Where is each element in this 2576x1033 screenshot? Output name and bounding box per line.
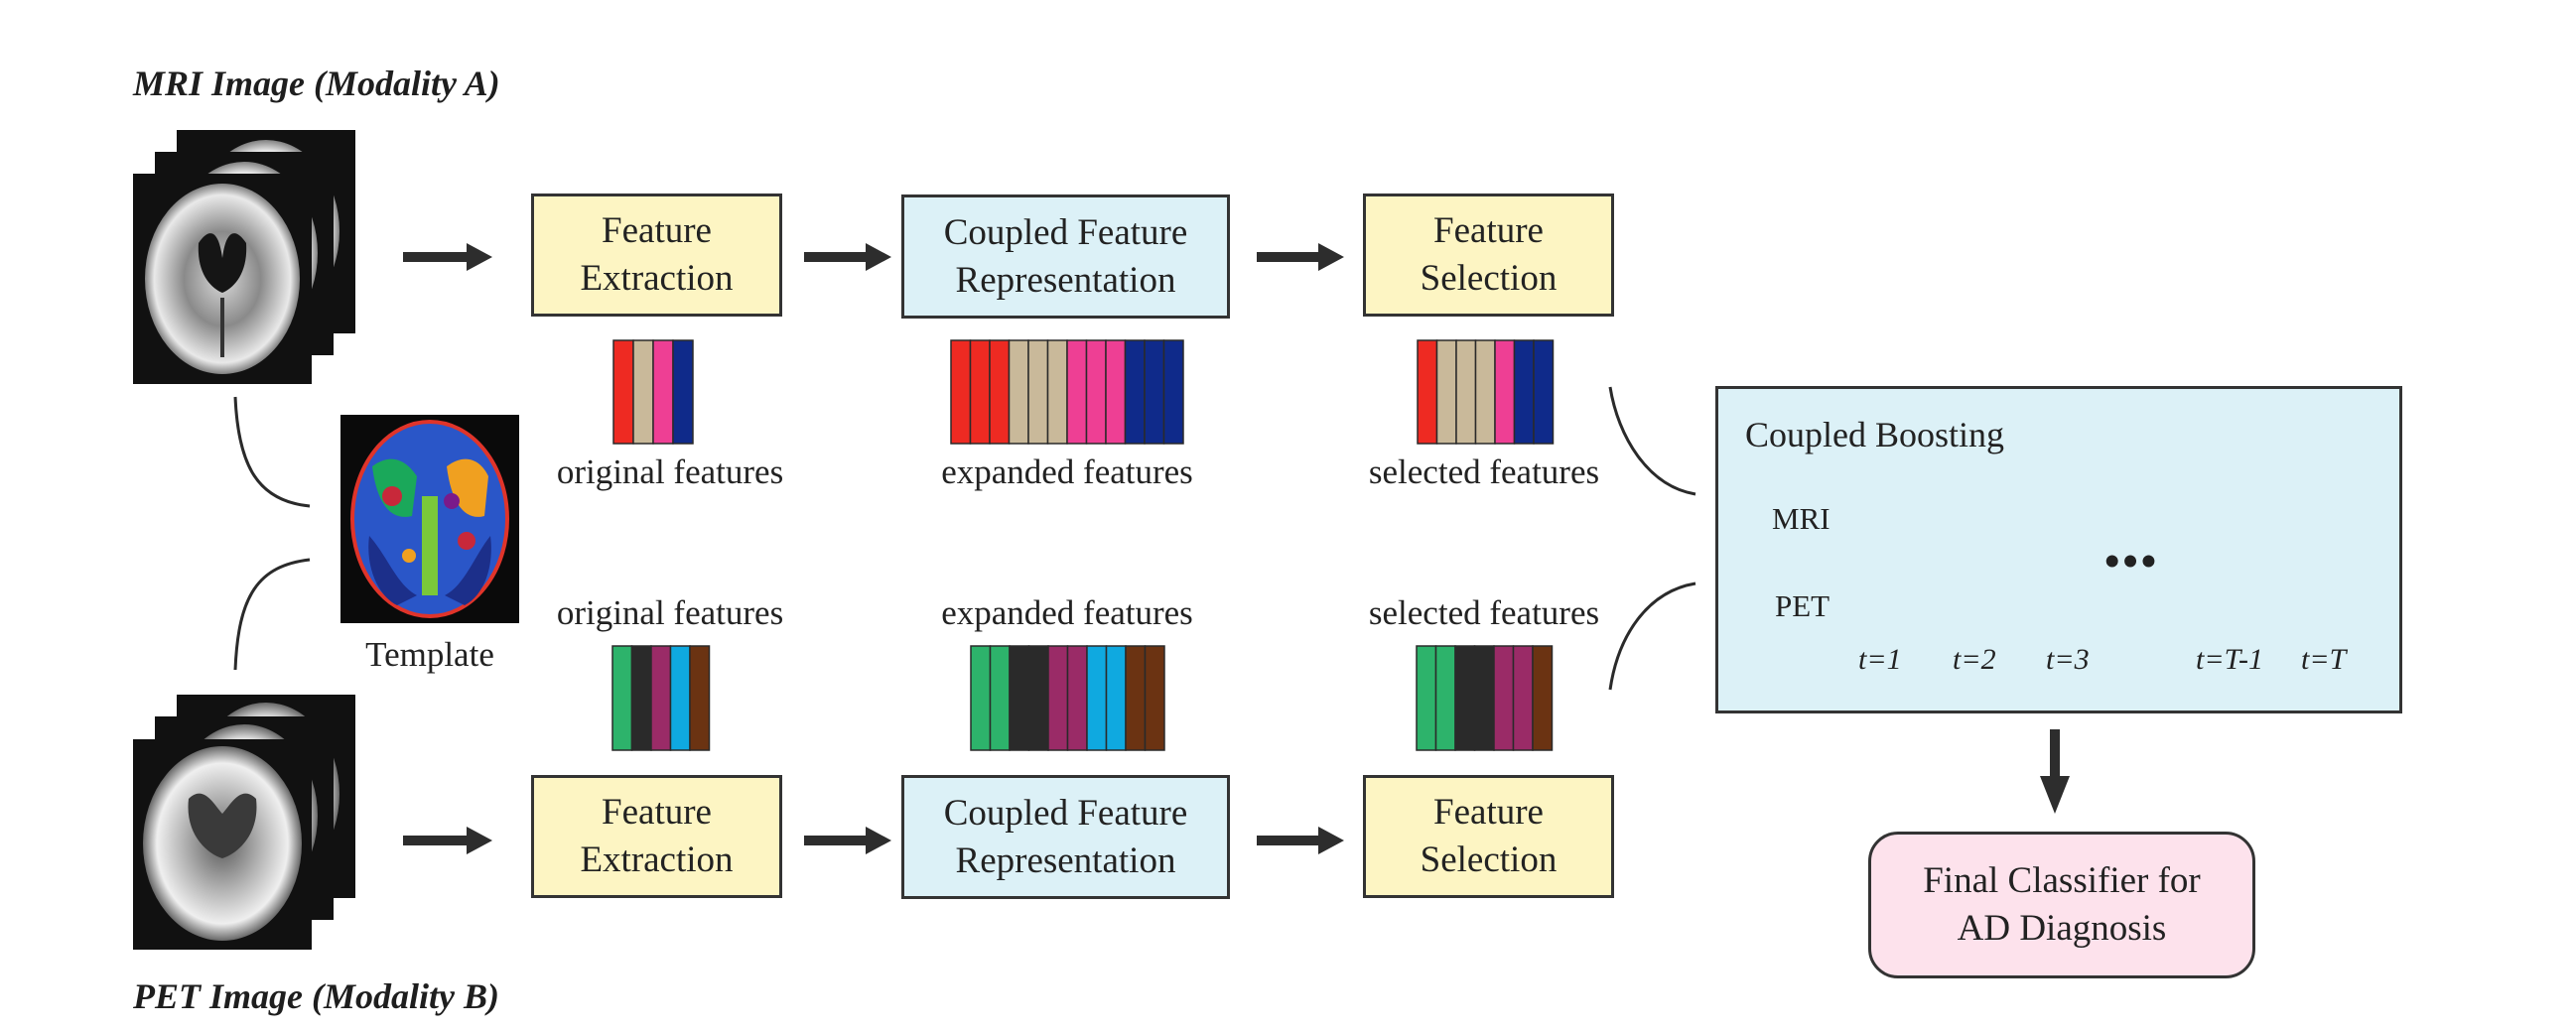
feature-cell: [1046, 339, 1068, 445]
feature-cell: [1435, 339, 1457, 445]
mri-row-label: MRI: [1772, 501, 1830, 536]
pet-expanded-features-label: expanded features: [941, 593, 1193, 632]
feature-cell: [1532, 645, 1554, 751]
pet-selected-features-bar: [1416, 645, 1554, 751]
pet-expanded-features-bar: [970, 645, 1165, 751]
pet-row-label: PET: [1775, 588, 1830, 623]
pet-title: PET Image (Modality B): [133, 976, 499, 1016]
feature-cell: [950, 339, 972, 445]
feature-cell: [1494, 339, 1516, 445]
feature-cell: [669, 645, 691, 751]
feature-cell: [1513, 339, 1535, 445]
template-image: [340, 415, 519, 623]
mri-original-features-label: original features: [556, 452, 784, 491]
selected-mri-curve: [1608, 386, 1696, 496]
mri-selected-features-bar: [1417, 339, 1555, 445]
feature-cell: [1008, 339, 1029, 445]
coupled-boosting-panel: [1715, 386, 2402, 713]
pet-feature-extraction-box: Feature Extraction: [531, 775, 782, 898]
mri-expanded-features-bar: [950, 339, 1184, 445]
mri-original-features-bar: [612, 339, 694, 445]
feature-bars: [611, 339, 1555, 751]
feature-cell: [1455, 339, 1477, 445]
pet-selected-features-label: selected features: [1368, 593, 1600, 632]
pet-original-features-label: original features: [556, 593, 784, 632]
feature-cell: [672, 339, 694, 445]
feature-cell: [989, 339, 1011, 445]
mri-image-stack: [133, 130, 355, 384]
feature-cell: [1512, 645, 1534, 751]
pet-image-stack: [133, 695, 355, 950]
feature-cell: [1027, 645, 1049, 751]
template-pet-curve: [233, 558, 311, 671]
pet-coupled-feature-representation-box: Coupled Feature Representation: [901, 775, 1230, 899]
feature-cell: [1474, 339, 1496, 445]
feature-cell: [1047, 645, 1069, 751]
feature-cell: [1417, 339, 1438, 445]
pet-original-features-bar: [611, 645, 711, 751]
feature-cell: [1086, 645, 1108, 751]
selected-pet-curve: [1608, 581, 1696, 691]
feature-cell: [1533, 339, 1555, 445]
template-label: Template: [365, 635, 494, 674]
feature-cell: [1105, 645, 1127, 751]
pet-feature-selection-box: Feature Selection: [1363, 775, 1614, 898]
feature-cell: [1085, 339, 1107, 445]
feature-cell: [970, 645, 992, 751]
step-label-t-minus-1: t=T-1: [2196, 643, 2264, 676]
mri-coupled-feature-representation-box: Coupled Feature Representation: [901, 194, 1230, 319]
template-mri-curve: [233, 396, 311, 508]
feature-cell: [1124, 339, 1146, 445]
top-arrows: [403, 243, 1344, 271]
feature-cell: [1144, 339, 1165, 445]
final-classifier-box: Final Classifier for AD Diagnosis: [1868, 832, 2255, 978]
feature-cell: [1162, 339, 1184, 445]
feature-cell: [1144, 645, 1165, 751]
feature-cell: [1454, 645, 1476, 751]
step-label-1: t=1: [1858, 643, 1902, 676]
feature-cell: [1066, 645, 1088, 751]
mri-feature-selection-box: Feature Selection: [1363, 194, 1614, 317]
feature-cell: [1027, 339, 1049, 445]
mri-expanded-features-label: expanded features: [941, 452, 1193, 491]
step-label-t: t=T: [2301, 643, 2347, 676]
feature-cell: [689, 645, 711, 751]
mri-title: MRI Image (Modality A): [133, 64, 500, 103]
feature-cell: [612, 339, 634, 445]
step-label-3: t=3: [2046, 643, 2090, 676]
feature-cell: [1105, 339, 1127, 445]
feature-cell: [1125, 645, 1147, 751]
feature-cell: [632, 339, 654, 445]
feature-cell: [652, 339, 674, 445]
feature-cell: [1416, 645, 1437, 751]
feature-cell: [1473, 645, 1495, 751]
feature-cell: [1066, 339, 1088, 445]
mri-feature-extraction-box: Feature Extraction: [531, 194, 782, 317]
mri-selected-features-label: selected features: [1368, 452, 1600, 491]
ellipsis: • • •: [2104, 537, 2156, 585]
feature-cell: [989, 645, 1011, 751]
bottom-arrows: [403, 827, 1344, 854]
feature-cell: [630, 645, 652, 751]
down-arrow: [2040, 729, 2070, 814]
feature-cell: [1493, 645, 1515, 751]
feature-cell: [1009, 645, 1030, 751]
feature-cell: [969, 339, 991, 445]
step-label-2: t=2: [1953, 643, 1996, 676]
coupled-boosting-title: Coupled Boosting: [1745, 415, 2005, 454]
feature-cell: [611, 645, 633, 751]
feature-cell: [1434, 645, 1456, 751]
feature-cell: [650, 645, 672, 751]
